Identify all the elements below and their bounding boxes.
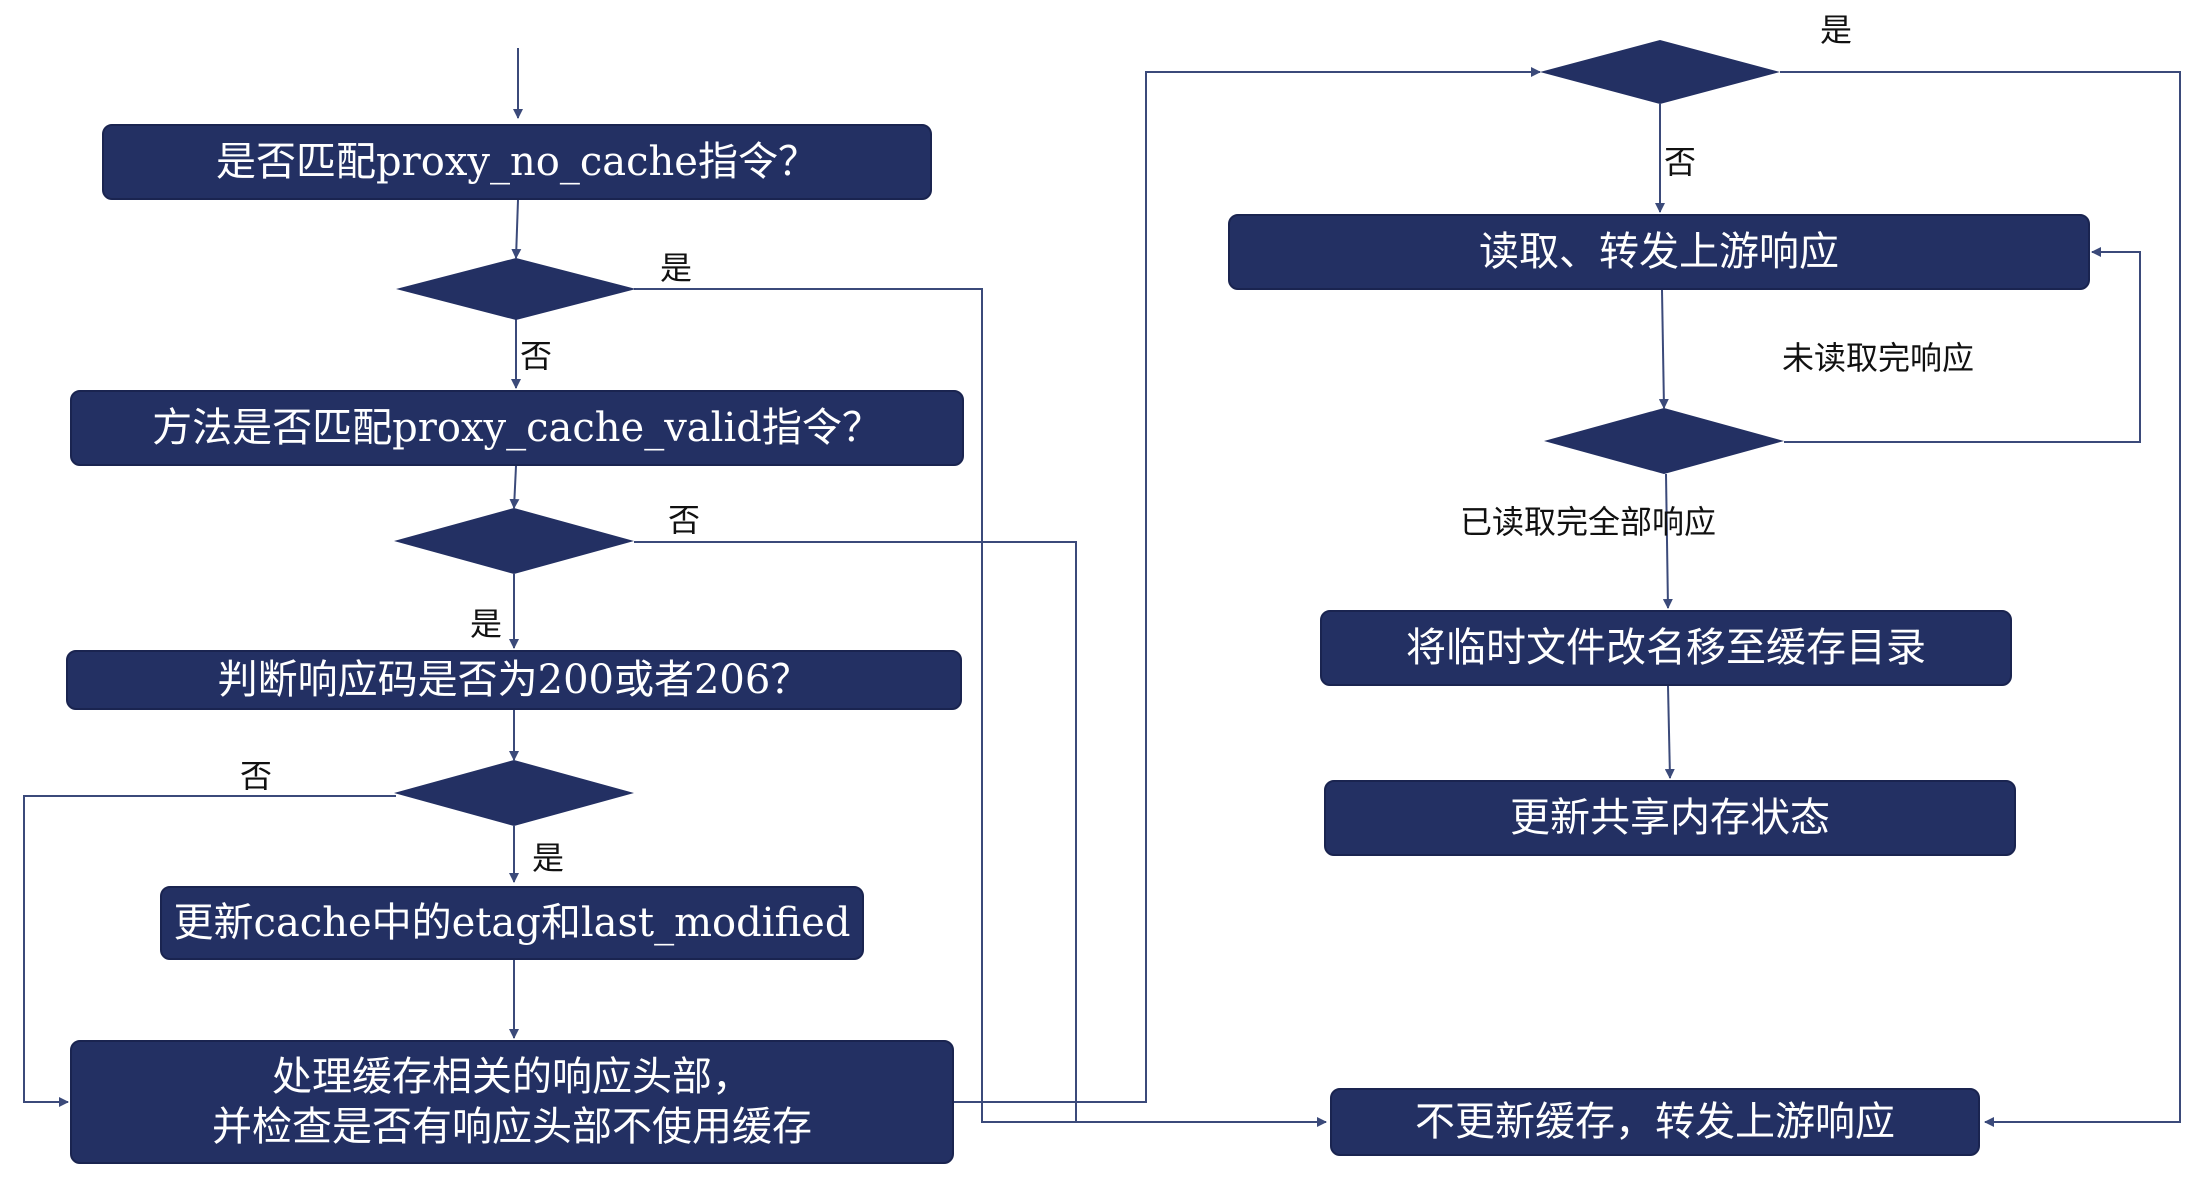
box-update-shared-memory: 更新共享内存状态 — [1324, 780, 2016, 856]
label-all-read: 已读取完全部响应 — [1460, 503, 1717, 541]
decision-diamond-no-cache — [396, 258, 636, 320]
decision-diamond-cache-valid — [394, 508, 634, 574]
arrow-d1-yes — [634, 288, 1327, 1127]
label-not-finished: 未读取完响应 — [1782, 339, 1975, 377]
box-text: 是否匹配proxy_no_cache指令？ — [216, 139, 818, 185]
box-text: 更新共享内存状态 — [1510, 795, 1830, 841]
decision-diamond-no-store — [1540, 40, 1780, 104]
label-yes-no-store: 是 — [1820, 11, 1853, 49]
decision-diamond-read-complete — [1544, 408, 1784, 474]
box-text: 不更新缓存，转发上游响应 — [1415, 1099, 1895, 1145]
arrow-read-to-d5 — [1658, 289, 1669, 409]
box-text: 更新cache中的etag和last_modified — [173, 900, 851, 946]
box-check-status-code: 判断响应码是否为200或者206？ — [66, 650, 962, 710]
box-read-forward-upstream: 读取、转发上游响应 — [1228, 214, 2090, 290]
arrow-d4-yes — [1780, 71, 2181, 1127]
box-rename-temp-file: 将临时文件改名移至缓存目录 — [1320, 610, 2012, 686]
label-no-cache-valid: 否 — [668, 501, 701, 539]
arrow-process-to-d4 — [954, 67, 1541, 1103]
label-yes-status: 是 — [532, 839, 565, 877]
arrow-d5-loop — [1784, 247, 2141, 443]
label-yes-cache-valid: 是 — [470, 605, 503, 643]
arrow-rename-to-shm — [1664, 685, 1675, 779]
box-match-proxy-cache-valid: 方法是否匹配proxy_cache_valid指令？ — [70, 390, 964, 466]
arrow-q2-to-d2 — [509, 465, 520, 509]
box-text-line2: 并检查是否有响应头部不使用缓存 — [212, 1104, 812, 1150]
decision-diamond-status — [394, 760, 634, 826]
box-text: 读取、转发上游响应 — [1479, 229, 1839, 275]
label-yes-no-cache: 是 — [660, 249, 693, 287]
arrow-d2-no — [634, 541, 1077, 1122]
arrow-d3-no — [23, 795, 396, 1107]
label-no-status: 否 — [240, 757, 273, 795]
box-text: 方法是否匹配proxy_cache_valid指令？ — [152, 405, 882, 451]
box-match-proxy-no-cache: 是否匹配proxy_no_cache指令？ — [102, 124, 932, 200]
arrow-q1-to-d1 — [511, 199, 522, 259]
box-text-line1: 处理缓存相关的响应头部， — [272, 1054, 752, 1100]
box-text: 判断响应码是否为200或者206？ — [217, 657, 811, 703]
arrow-d5-all-read — [1662, 473, 1673, 609]
box-update-etag: 更新cache中的etag和last_modified — [160, 886, 864, 960]
label-no-no-store: 否 — [1664, 143, 1697, 181]
box-no-cache-forward: 不更新缓存，转发上游响应 — [1330, 1088, 1980, 1156]
box-text: 将临时文件改名移至缓存目录 — [1406, 625, 1926, 671]
box-process-cache-headers: 处理缓存相关的响应头部， 并检查是否有响应头部不使用缓存 — [70, 1040, 954, 1164]
label-no-no-cache: 否 — [520, 337, 553, 375]
